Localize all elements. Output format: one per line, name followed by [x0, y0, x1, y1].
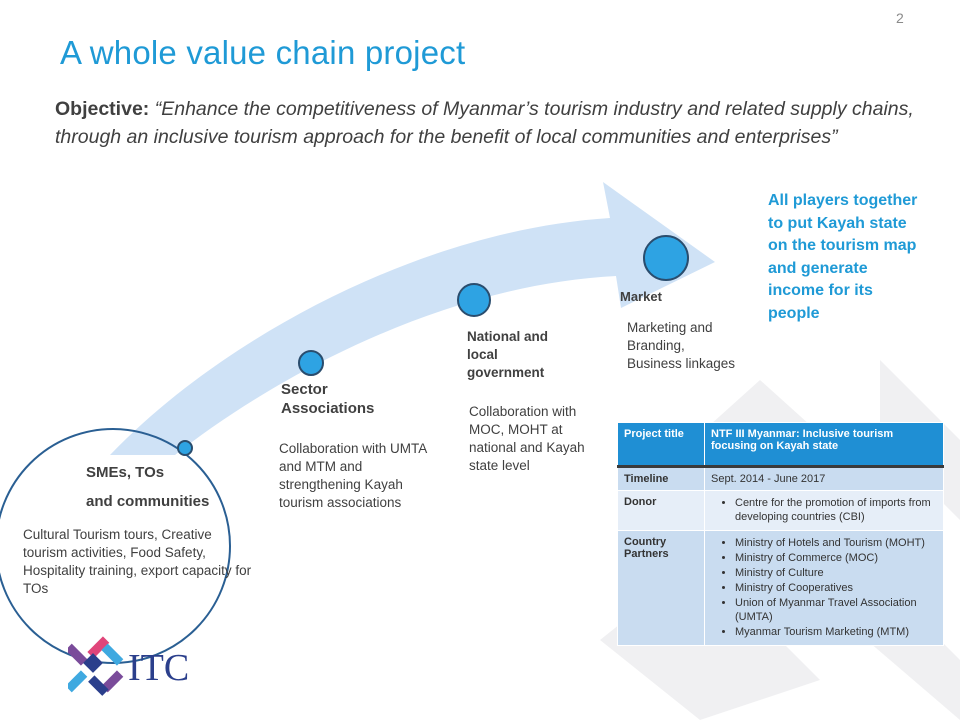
- stage-smes-title: SMEs, TOs and communities: [86, 458, 256, 516]
- project-title-label: Project title: [617, 422, 705, 468]
- itc-logo-text: ITC: [128, 647, 189, 689]
- itc-logo: ITC: [68, 636, 189, 696]
- list-item: Centre for the promotion of imports from…: [735, 496, 937, 524]
- stage-title-line: Sector: [281, 381, 328, 398]
- partners-value: Ministry of Hotels and Tourism (MOHT) Mi…: [704, 530, 944, 646]
- stage-title-line: and communities: [86, 493, 210, 510]
- slide-number: 2: [896, 10, 904, 26]
- objective-lead: Objective:: [55, 98, 150, 120]
- value-chain-arrow: [110, 182, 715, 455]
- value-chain-circle: [0, 428, 231, 664]
- donor-label: Donor: [617, 490, 705, 531]
- partners-label: Country Partners: [617, 530, 705, 646]
- stage-government-title: National and local government: [467, 328, 577, 382]
- list-item: Ministry of Commerce (MOC): [735, 551, 937, 565]
- stage-title-line: local: [467, 347, 498, 362]
- stage-title-line: SMEs, TOs: [86, 464, 165, 481]
- stage-smes-description: Cultural Tourism tours, Creative tourism…: [23, 527, 252, 596]
- objective-text: Objective: “Enhance the competitiveness …: [55, 95, 915, 151]
- timeline-label: Timeline: [617, 466, 705, 491]
- list-item: Union of Myanmar Travel Association (UMT…: [735, 596, 937, 624]
- stage-title-line: government: [467, 365, 545, 380]
- stage-market-description: Marketing and Branding, Business linkage…: [627, 320, 736, 371]
- stage-title-line: Associations: [281, 400, 375, 417]
- list-item: Ministry of Hotels and Tourism (MOHT): [735, 536, 937, 550]
- callout-text: All players together to put Kayah state …: [768, 192, 918, 322]
- objective-body: “Enhance the competitiveness of Myanmar’…: [55, 98, 914, 148]
- list-item: Ministry of Culture: [735, 566, 937, 580]
- project-info-table: Project title NTF III Myanmar: Inclusive…: [617, 422, 944, 646]
- slide-title: A whole value chain project: [60, 34, 466, 71]
- list-item: Myanmar Tourism Marketing (MTM): [735, 625, 937, 639]
- timeline-value: Sept. 2014 - June 2017: [704, 466, 944, 491]
- table-row: Country Partners Ministry of Hotels and …: [617, 530, 944, 646]
- table-row: Project title NTF III Myanmar: Inclusive…: [617, 422, 944, 468]
- project-title-value: NTF III Myanmar: Inclusive tourism focus…: [704, 422, 944, 468]
- node-smes: [177, 440, 193, 456]
- stage-sector-description: Collaboration with UMTA and MTM and stre…: [279, 441, 427, 510]
- table-row: Donor Centre for the promotion of import…: [617, 490, 944, 531]
- table-row: Timeline Sept. 2014 - June 2017: [617, 466, 944, 491]
- stage-sector-title: Sector Associations: [281, 380, 421, 418]
- donor-value: Centre for the promotion of imports from…: [704, 490, 944, 531]
- node-market: [643, 235, 689, 281]
- node-government: [457, 283, 491, 317]
- stage-title-line: National and: [467, 329, 549, 344]
- stage-government-description: Collaboration with MOC, MOHT at national…: [469, 404, 585, 473]
- itc-logo-mark-icon: [68, 636, 124, 696]
- list-item: Ministry of Cooperatives: [735, 581, 937, 595]
- stage-market-title: Market: [620, 289, 662, 304]
- node-sector-associations: [298, 350, 324, 376]
